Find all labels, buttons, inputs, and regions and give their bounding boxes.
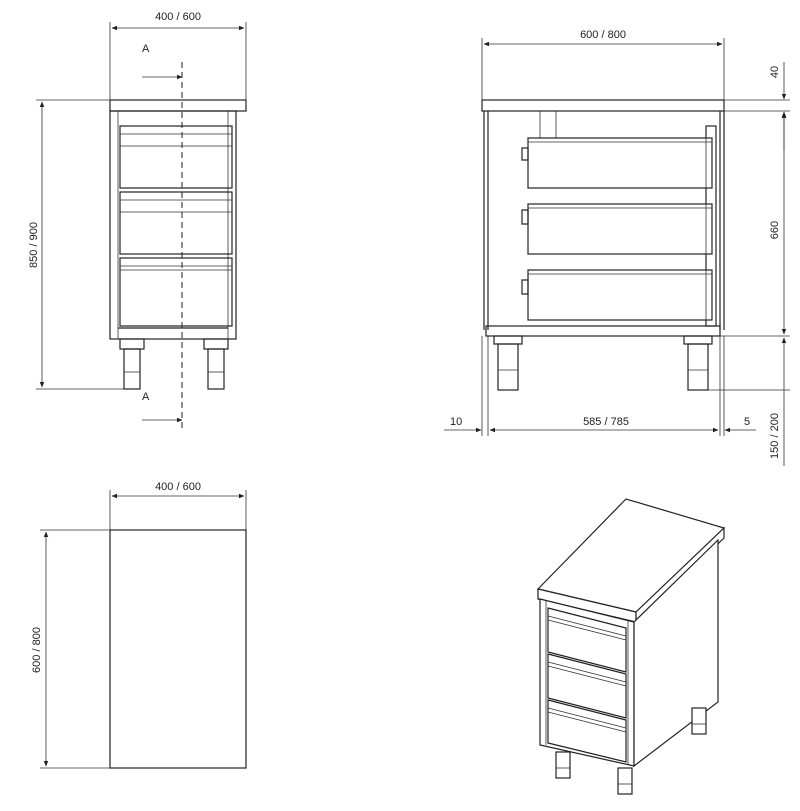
top-thickness-label: 40 bbox=[769, 66, 781, 78]
iso-drawer bbox=[547, 699, 627, 763]
isometric-view bbox=[536, 498, 726, 795]
iso-drawer bbox=[547, 607, 627, 673]
front-height-label: 850 / 900 bbox=[28, 222, 40, 268]
iso-leg bbox=[691, 707, 707, 735]
front-leg bbox=[119, 338, 145, 390]
section-drawer bbox=[521, 203, 713, 255]
right-offset-label: 5 bbox=[744, 416, 750, 428]
section-label-bottom: A bbox=[142, 391, 150, 403]
front-width-label: 400 / 600 bbox=[155, 11, 201, 23]
section-view: 600 / 800 bbox=[444, 29, 790, 466]
iso-leg bbox=[617, 767, 633, 795]
section-countertop bbox=[481, 99, 725, 112]
section-leg bbox=[683, 335, 713, 391]
front-leg bbox=[203, 338, 229, 390]
top-view-outline bbox=[109, 529, 247, 769]
section-drawer bbox=[521, 269, 713, 321]
inner-depth-label: 585 / 785 bbox=[583, 416, 629, 428]
front-carcass bbox=[109, 110, 237, 340]
drawer-height-label: 660 bbox=[769, 221, 781, 239]
front-drawer bbox=[119, 191, 233, 255]
section-drawer bbox=[521, 137, 713, 189]
front-drawer bbox=[119, 257, 233, 327]
top-width-label: 400 / 600 bbox=[155, 481, 201, 493]
section-leg bbox=[493, 335, 523, 391]
section-label-top: A bbox=[142, 43, 150, 55]
top-depth-label: 600 / 800 bbox=[31, 627, 43, 673]
iso-leg bbox=[555, 751, 571, 779]
top-view: 400 / 600 600 / 800 bbox=[31, 481, 247, 769]
front-countertop bbox=[109, 99, 247, 112]
leg-height-label: 150 / 200 bbox=[769, 413, 781, 459]
iso-drawer bbox=[547, 653, 627, 719]
section-bottom-rail bbox=[485, 325, 721, 337]
section-width-label: 600 / 800 bbox=[580, 29, 626, 41]
front-view: 400 / 600 bbox=[28, 11, 247, 430]
front-drawer bbox=[119, 125, 233, 189]
left-offset-label: 10 bbox=[450, 416, 462, 428]
